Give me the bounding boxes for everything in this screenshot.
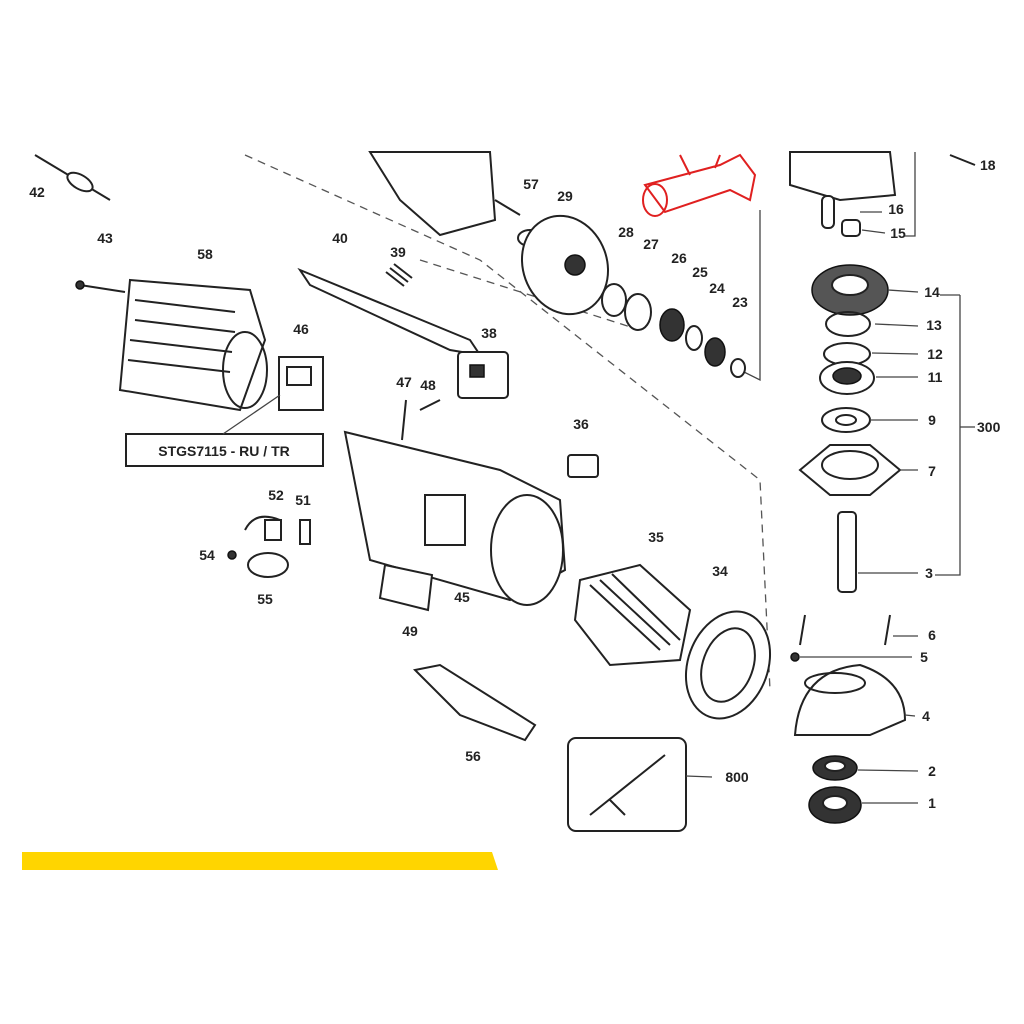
part-55-brush-holder — [227, 550, 289, 578]
part-14-gear — [811, 264, 889, 316]
label-51: 51 — [295, 492, 311, 508]
label-46: 46 — [293, 321, 309, 337]
label-1: 1 — [928, 795, 936, 811]
label-39: 39 — [390, 244, 406, 260]
part-6-5-screws — [790, 614, 891, 662]
label-13: 13 — [926, 317, 942, 333]
part-side-handle-highlighted — [642, 153, 757, 217]
label-34: 34 — [712, 563, 728, 579]
label-35: 35 — [648, 529, 664, 545]
label-55: 55 — [257, 591, 273, 607]
label-27: 27 — [643, 236, 659, 252]
part-11-bearing — [819, 361, 875, 395]
label-58: 58 — [197, 246, 213, 262]
part-28-to-23-bearings — [601, 283, 746, 378]
label-38: 38 — [481, 325, 497, 341]
part-7-flange — [798, 444, 902, 496]
part-58-housing-cover — [118, 278, 268, 412]
label-56: 56 — [465, 748, 481, 764]
label-9: 9 — [928, 412, 936, 428]
label-16: 16 — [888, 201, 904, 217]
part-49-label-plate — [378, 563, 434, 612]
part-800-wrench-box — [567, 737, 687, 832]
label-45: 45 — [454, 589, 470, 605]
part-40-lever — [297, 267, 483, 357]
part-47-48-screws — [401, 399, 441, 441]
part-38-switch — [457, 351, 509, 399]
label-49: 49 — [402, 623, 418, 639]
label-6: 6 — [928, 627, 936, 643]
label-12: 12 — [927, 346, 943, 362]
label-36: 36 — [573, 416, 589, 432]
kit-leader-line — [222, 394, 281, 435]
label-3: 3 — [925, 565, 933, 581]
label-29: 29 — [557, 188, 573, 204]
label-52: 52 — [268, 487, 284, 503]
part-43-screw — [75, 280, 126, 293]
label-11: 11 — [928, 369, 943, 385]
part-34-fan-baffle — [684, 610, 772, 720]
label-15: 15 — [890, 225, 906, 241]
label-28: 28 — [618, 224, 634, 240]
assembly-guide-lines — [244, 152, 975, 691]
label-2: 2 — [928, 763, 936, 779]
label-23: 23 — [732, 294, 748, 310]
label-5: 5 — [920, 649, 928, 665]
label-54: 54 — [199, 547, 215, 563]
part-56-side-handle-bracket — [412, 663, 537, 742]
kit-label: STGS7115 - RU / TR — [158, 443, 289, 459]
label-47: 47 — [396, 374, 412, 390]
label-300: 300 — [977, 419, 1001, 435]
label-25: 25 — [692, 264, 708, 280]
label-48: 48 — [420, 377, 436, 393]
label-42: 42 — [29, 184, 45, 200]
label-800: 800 — [725, 769, 749, 785]
part-2-inner-flange — [812, 755, 858, 781]
label-14: 14 — [924, 284, 940, 300]
part-45-motor-housing — [343, 430, 567, 606]
part-35-armature — [573, 563, 692, 667]
part-52-51-brush — [244, 515, 311, 545]
part-42-screwdriver — [34, 154, 111, 201]
leader-lines — [685, 211, 919, 804]
part-3-spindle — [837, 511, 857, 593]
label-7: 7 — [928, 463, 936, 479]
part-9-washer — [821, 407, 871, 433]
label-43: 43 — [97, 230, 113, 246]
label-24: 24 — [709, 280, 725, 296]
part-gear-housing-fragment — [789, 151, 897, 237]
label-18: 18 — [980, 157, 996, 173]
part-13-circlip — [825, 311, 871, 337]
label-26: 26 — [671, 250, 687, 266]
label-40: 40 — [332, 230, 348, 246]
label-4: 4 — [922, 708, 930, 724]
kit-label-box — [125, 433, 324, 467]
part-39-spring — [385, 263, 413, 287]
part-4-guard — [793, 663, 907, 736]
part-29-bearing-plate — [520, 214, 610, 316]
part-36-nut — [567, 454, 599, 478]
label-57: 57 — [523, 176, 539, 192]
part-18-screw — [949, 154, 976, 166]
part-top-armature-fragment — [368, 151, 521, 237]
part-1-outer-nut — [808, 786, 862, 824]
yellow-accent-bar — [22, 852, 498, 870]
part-number-labels: 42 43 58 40 39 57 29 28 27 26 25 24 23 1… — [29, 157, 1000, 811]
part-46-capacitor — [278, 356, 324, 411]
